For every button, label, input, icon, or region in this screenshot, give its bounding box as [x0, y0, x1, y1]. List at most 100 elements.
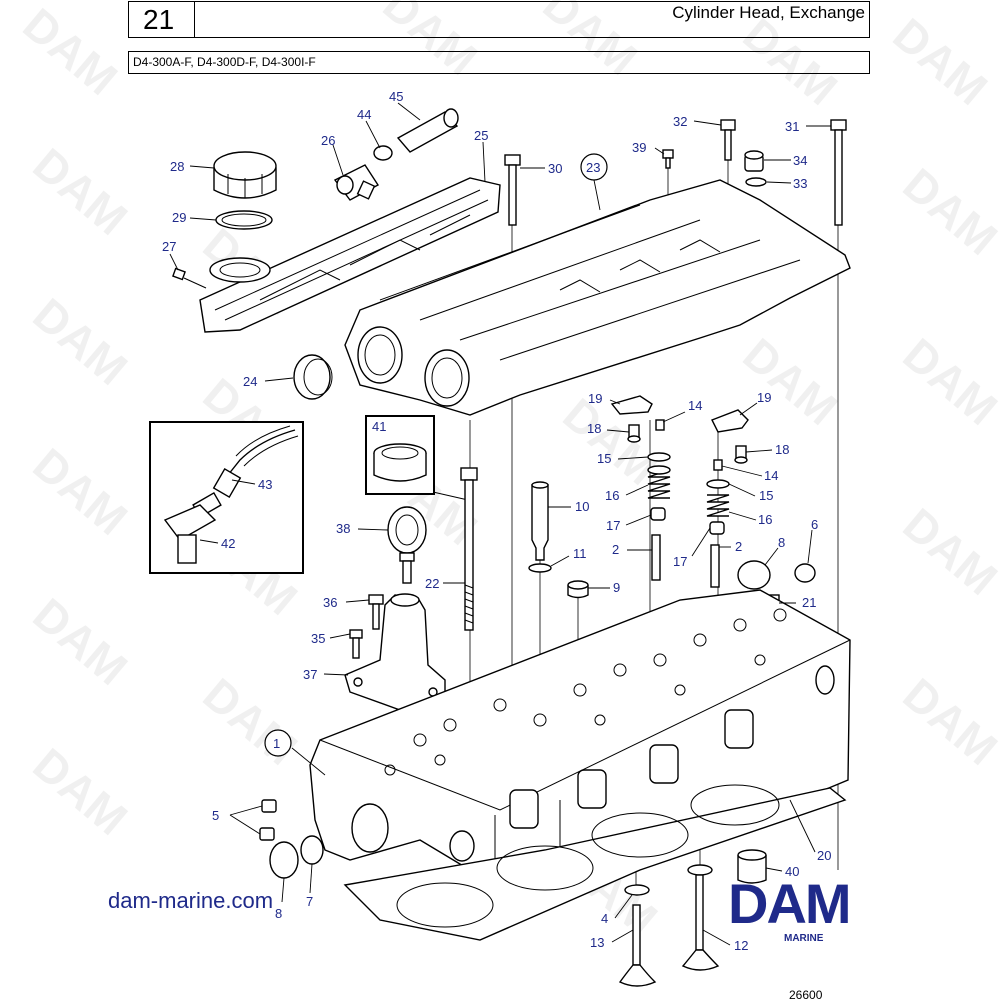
leader-line — [189, 165, 215, 169]
cam-bore-2-inner — [431, 357, 463, 399]
port — [649, 744, 679, 784]
camshaft-housing — [344, 179, 851, 416]
leader-lines — [169, 102, 831, 946]
eye-hole — [395, 514, 419, 546]
watermark: DAM — [894, 498, 1000, 605]
leader-line — [482, 141, 486, 183]
bolt-head — [368, 594, 384, 605]
sensor-body — [177, 534, 197, 564]
bolt-head — [662, 149, 674, 159]
breather-assembly — [333, 108, 459, 201]
oil-filler-neck — [209, 257, 271, 283]
rear-bore — [815, 665, 835, 695]
callout-label: 17 — [606, 518, 620, 533]
leader-line — [721, 465, 763, 477]
watermark: DAM — [24, 738, 138, 845]
spring-retainer-15-left — [647, 452, 671, 462]
bolt-39 — [662, 149, 674, 169]
drawing-number: 26600 — [789, 988, 823, 1002]
bolt-shank — [352, 637, 360, 659]
nut-34 — [744, 150, 764, 172]
seal-7 — [300, 835, 324, 865]
leader-line — [229, 805, 263, 835]
port — [653, 653, 667, 667]
site-url-link[interactable]: dam-marine.com — [108, 888, 274, 913]
part-top — [737, 849, 767, 861]
leader-line — [169, 253, 179, 271]
callout-label: 18 — [775, 442, 789, 457]
cap-top — [213, 151, 277, 181]
bolt-shank — [464, 479, 474, 631]
callout-label: 9 — [613, 580, 620, 595]
seal-24 — [293, 354, 333, 400]
spring-top-left — [647, 465, 671, 475]
callout-label: 13 — [590, 935, 604, 950]
leader-line — [550, 555, 570, 567]
valve-cover-plate — [199, 177, 501, 333]
leader-line — [323, 673, 349, 676]
leader-line — [611, 929, 634, 943]
callout-label: 19 — [588, 391, 602, 406]
leader-line — [654, 147, 665, 155]
watermark: DAM — [24, 588, 138, 695]
part-body — [737, 855, 767, 884]
section-header: 21 Cylinder Head, Exchange — [128, 1, 870, 38]
callout-label: 27 — [162, 239, 176, 254]
callout-label: 37 — [303, 667, 317, 682]
leader-line — [614, 894, 633, 919]
watermark: DAM — [894, 668, 1000, 775]
valve-head — [681, 949, 720, 971]
seal-inner — [303, 358, 333, 396]
leader-line — [609, 399, 621, 405]
brand-subtitle: MARINE — [784, 933, 824, 944]
sensor-flange — [163, 504, 217, 541]
seal-top — [567, 580, 589, 590]
leader-line — [357, 528, 389, 531]
callout-label: 23 — [586, 160, 600, 175]
callout-label: 1 — [273, 736, 280, 751]
front-fitting — [449, 830, 475, 862]
port — [724, 709, 754, 749]
leader-line — [807, 529, 813, 564]
bolt-thread — [464, 584, 474, 624]
leader-line — [617, 456, 649, 460]
callout-label: 2 — [735, 539, 742, 554]
sleeve-body — [531, 484, 549, 561]
eye-collar — [399, 552, 415, 562]
housing-bosses — [559, 239, 721, 293]
rocker-arm — [610, 395, 653, 415]
hose-clamp — [373, 145, 393, 161]
oil-filler-bore — [219, 262, 261, 278]
cap-seal-ring-inner — [221, 213, 267, 227]
bolt-shank — [834, 129, 843, 226]
gasket-cylinder-3 — [591, 812, 689, 858]
bolt-shank — [372, 603, 380, 630]
leader-line — [702, 929, 731, 946]
valve-spring-16-right — [706, 494, 730, 517]
watermark: DAM — [374, 0, 488, 85]
bolt-27 — [172, 267, 207, 289]
valve-rotator-4 — [624, 884, 650, 896]
gasket-cylinder-2 — [496, 845, 594, 891]
bolt-head — [460, 467, 478, 481]
leader-line — [625, 514, 652, 526]
sensor-cable-outline — [235, 425, 299, 467]
bolt-head — [830, 119, 847, 131]
valve-cover-ribs — [214, 189, 489, 321]
eye-ring — [387, 506, 427, 554]
breather-port — [336, 175, 354, 195]
section-number: 21 — [143, 4, 175, 35]
plug-6 — [794, 563, 816, 583]
part-40 — [737, 849, 767, 884]
injector-sleeve-10 — [531, 481, 549, 561]
leader-line — [662, 411, 686, 423]
adjuster-18-right — [734, 445, 748, 464]
callout-label: 14 — [688, 398, 702, 413]
oil-filler-cap — [213, 151, 277, 199]
callout-label: 29 — [172, 210, 186, 225]
callout-label: 33 — [793, 176, 807, 191]
callout-label: 18 — [587, 421, 601, 436]
bolt-shank — [665, 157, 671, 169]
head-gasket-20 — [343, 784, 847, 941]
leader-line — [764, 547, 779, 566]
